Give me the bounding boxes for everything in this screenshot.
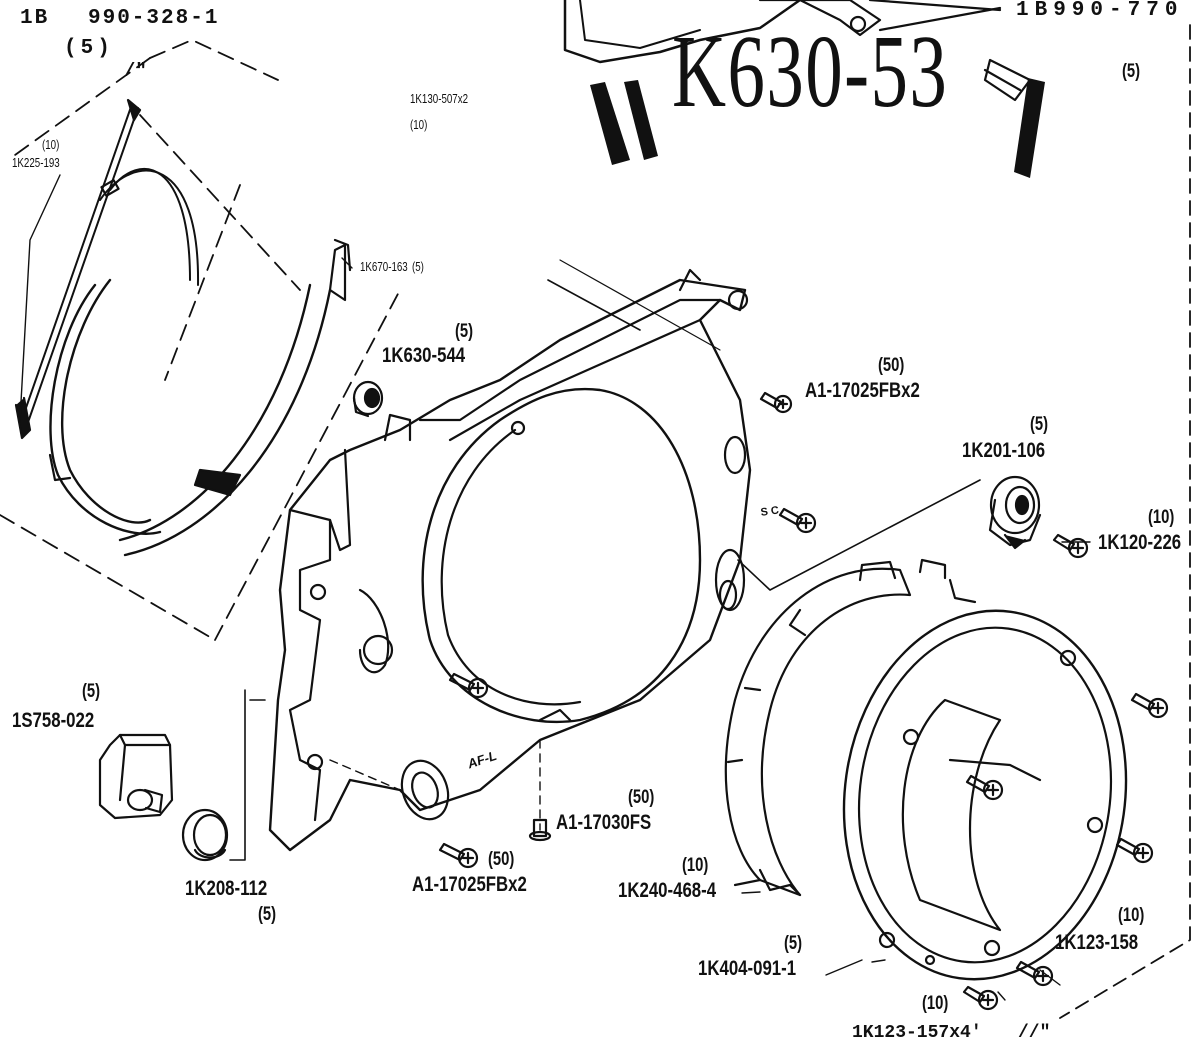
callout-screw-center-qty: (50): [628, 787, 655, 808]
callout-mount-screw-qty: (10): [1118, 905, 1145, 926]
callout-screw-bottom-qty: (50): [488, 849, 515, 870]
callout-ring-qty: (10): [682, 855, 709, 876]
gear-ring-part: [724, 558, 977, 897]
callout-ring-part: 1K240-468-4: [618, 879, 717, 902]
callout-bushing-qty: (5): [455, 321, 474, 342]
callout-switch-part: 1K201-106: [962, 439, 1046, 462]
leader-spacer: [547, 279, 641, 331]
callout-button-housing-part: 1S758-022: [12, 709, 95, 732]
callout-mount-qty: (5): [784, 933, 803, 954]
cable-part: [14, 98, 200, 440]
main-body-frame: [229, 259, 981, 861]
watermark-code: K630-53: [672, 14, 949, 129]
callout-bushing-part: 1K630-544: [382, 344, 466, 367]
callout-spring-strip-qty: (5): [412, 259, 424, 274]
header-mark: /": [124, 60, 147, 82]
button-housing-part: [98, 733, 174, 820]
leader-lines: [741, 541, 1091, 1001]
callout-screw-top-part: A1-17025FBx2: [805, 379, 920, 402]
callout-button-part: 1K208-112: [185, 877, 268, 900]
callout-mount-part: 1K404-091-1: [698, 957, 797, 980]
callout-cable-qty: (10): [42, 137, 60, 152]
callout-mount-screw-part: 1K123-158: [1055, 931, 1139, 954]
callout-switch-screw-part: 1K120-226: [1098, 531, 1182, 554]
callout-spacer-qty: (10): [410, 117, 428, 132]
header-part-number: 990-328-1: [88, 7, 220, 30]
cable-assembly-box: [0, 39, 401, 641]
callout-mount-screw-x4-mark: //": [1018, 1023, 1051, 1043]
screws: [438, 391, 1169, 1011]
top-right-part-number: 1B990-770: [1016, 0, 1184, 22]
header-quantity: (5): [64, 37, 114, 60]
callout-switch-screw-qty: (10): [1148, 507, 1175, 528]
spring-strip-part: [48, 238, 353, 557]
callout-spacer-part: 1K130-507x2: [410, 91, 469, 106]
callout-spring-strip-part: 1K670-163: [360, 259, 408, 274]
top-mechanism-part: [563, 0, 1045, 178]
callout-mount-screw-x4-qty: (10): [922, 993, 949, 1014]
bushing-part: [352, 380, 384, 418]
switch-part: [988, 475, 1042, 550]
callout-button-housing-qty: (5): [82, 681, 101, 702]
callout-switch-qty: (5): [1030, 414, 1049, 435]
callout-screw-bottom-part: A1-17025FBx2: [412, 873, 527, 896]
callout-cable-part: 1K225-193: [12, 155, 60, 170]
callout-mount-screw-x4-part: 1K123-157x4': [852, 1023, 982, 1043]
dashed-boundary-right: [1059, 24, 1191, 1019]
callout-screw-top-qty: (50): [878, 355, 905, 376]
button-part: [181, 808, 229, 862]
lens-mount-part: [842, 609, 1128, 981]
header-code: 1B: [20, 7, 50, 30]
top-right-quantity: (5): [1122, 61, 1141, 82]
callout-screw-center-part: A1-17030FS: [556, 811, 652, 834]
callout-button-qty: (5): [258, 904, 277, 925]
